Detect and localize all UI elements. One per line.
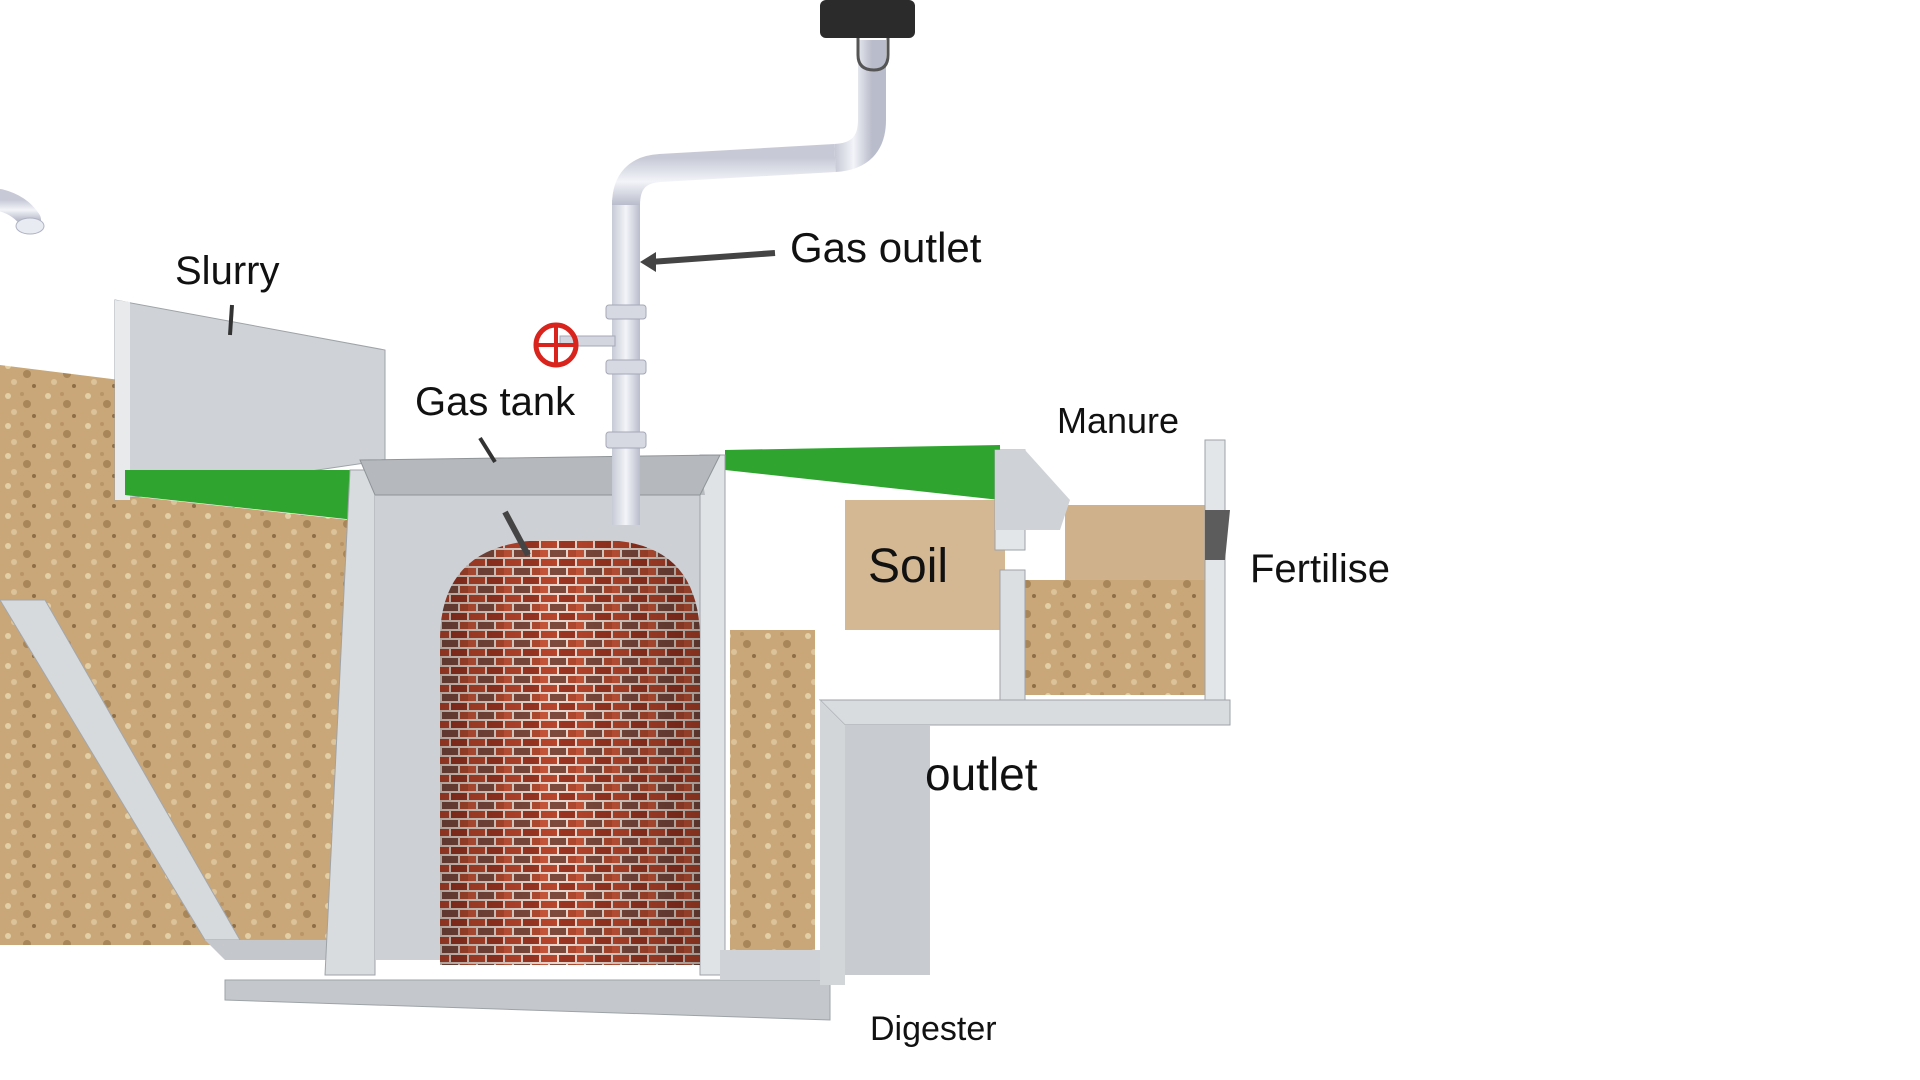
label-slurry: Slurry bbox=[175, 249, 279, 293]
label-gas-tank: Gas tank bbox=[415, 380, 576, 424]
label-fertilise: Fertilise bbox=[1250, 547, 1390, 591]
inlet-pipe-stub bbox=[0, 189, 45, 235]
label-digester: Digester bbox=[870, 1010, 997, 1048]
outlet-chamber bbox=[818, 439, 1231, 985]
label-soil: Soil bbox=[868, 540, 948, 593]
gas-tank-cover bbox=[359, 454, 721, 496]
label-outlet: outlet bbox=[925, 748, 1038, 800]
label-gas-outlet: Gas outlet bbox=[790, 224, 982, 271]
pointer-lines bbox=[228, 250, 776, 557]
valve-wheel-icon bbox=[533, 322, 579, 368]
brick-dome bbox=[440, 540, 700, 965]
earth-right bbox=[730, 580, 1205, 960]
label-manure: Manure bbox=[1057, 400, 1179, 441]
gas-pipe bbox=[559, 40, 886, 525]
lamp-icon bbox=[820, 0, 915, 72]
grass-surface bbox=[125, 445, 1000, 520]
slurry-inlet bbox=[0, 299, 386, 960]
soil-fill bbox=[845, 500, 1205, 630]
